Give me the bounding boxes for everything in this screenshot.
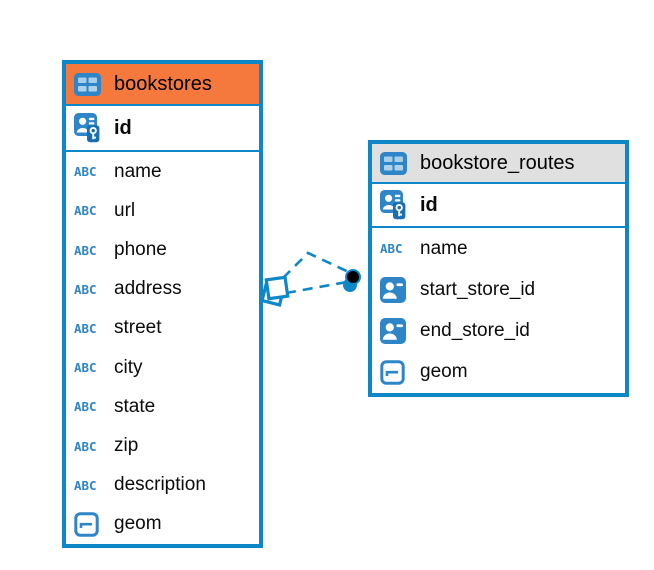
abc-text-type-icon: ABC: [380, 241, 403, 257]
column-name: end_store_id: [420, 320, 530, 342]
column-row-id[interactable]: id: [66, 106, 259, 152]
primary-key-icon: [74, 113, 105, 143]
column-name: city: [114, 356, 143, 378]
column-name: state: [114, 395, 156, 417]
abc-icon: ABC: [74, 399, 105, 414]
abc-icon: ABC: [74, 439, 105, 454]
column-row-phone[interactable]: ABC phone: [66, 230, 259, 269]
table-icon: [74, 72, 105, 96]
abc-text-type-icon: ABC: [74, 242, 97, 258]
table-bookstores-header[interactable]: bookstores: [66, 64, 259, 106]
column-name: start_store_id: [420, 278, 536, 300]
relationship-bookstores-to-routes[interactable]: [250, 230, 380, 320]
column-row-state[interactable]: ABC state: [66, 387, 259, 426]
table-title: bookstore_routes: [420, 151, 575, 174]
column-name: street: [114, 317, 162, 339]
fk-icon: [380, 276, 411, 303]
abc-icon: ABC: [74, 164, 105, 179]
primary-key-icon: [380, 190, 411, 220]
abc-icon: ABC: [74, 203, 105, 218]
abc-text-type-icon: ABC: [74, 320, 97, 336]
column-name: phone: [114, 239, 167, 260]
relation-endpoint-double-square-icon[interactable]: [260, 275, 290, 307]
abc-text-type-icon: ABC: [74, 399, 97, 415]
column-name: id: [420, 193, 438, 216]
column-name: address: [114, 278, 182, 300]
column-row-geom[interactable]: geom: [372, 352, 625, 393]
abc-icon: ABC: [74, 282, 105, 297]
column-name: geom: [114, 513, 162, 535]
table-title: bookstores: [114, 72, 212, 95]
relation-line-lower[interactable]: [285, 280, 348, 295]
abc-text-type-icon: ABC: [74, 281, 97, 297]
column-row-start_store_id[interactable]: start_store_id: [372, 269, 625, 310]
column-row-id[interactable]: id: [372, 184, 625, 228]
abc-icon: ABC: [74, 321, 105, 336]
geom-icon: [74, 512, 105, 537]
abc-icon: ABC: [74, 478, 105, 493]
column-name: name: [420, 237, 468, 259]
column-row-url[interactable]: ABC url: [66, 191, 259, 230]
column-row-city[interactable]: ABC city: [66, 348, 259, 387]
column-row-description[interactable]: ABC description: [66, 466, 259, 505]
column-name: id: [114, 116, 132, 139]
abc-icon: ABC: [380, 241, 411, 256]
column-name: description: [114, 474, 206, 496]
relation-endpoint-double-dot-icon[interactable]: [343, 269, 361, 292]
column-row-geom[interactable]: geom: [66, 505, 259, 544]
abc-icon: ABC: [74, 243, 105, 258]
table-bookstore-routes[interactable]: bookstore_routes id ABC name start_store_i…: [368, 140, 629, 397]
column-row-end_store_id[interactable]: end_store_id: [372, 311, 625, 352]
column-name: name: [114, 160, 162, 182]
column-row-street[interactable]: ABC street: [66, 309, 259, 348]
table-icon: [380, 151, 411, 175]
column-row-zip[interactable]: ABC zip: [66, 426, 259, 465]
column-name: url: [114, 199, 136, 221]
column-name: zip: [114, 435, 139, 457]
relation-line-upper[interactable]: [282, 251, 354, 279]
table-bookstore-routes-header[interactable]: bookstore_routes: [372, 144, 625, 184]
column-row-address[interactable]: ABC address: [66, 270, 259, 309]
column-row-name[interactable]: ABC name: [66, 152, 259, 191]
abc-icon: ABC: [74, 360, 105, 375]
geom-icon: [380, 360, 411, 385]
abc-text-type-icon: ABC: [74, 164, 97, 180]
column-name: geom: [420, 361, 468, 383]
fk-icon: [380, 318, 411, 345]
abc-text-type-icon: ABC: [74, 360, 97, 376]
abc-text-type-icon: ABC: [74, 477, 97, 493]
abc-text-type-icon: ABC: [74, 203, 97, 219]
abc-text-type-icon: ABC: [74, 438, 97, 454]
column-row-name[interactable]: ABC name: [372, 228, 625, 269]
